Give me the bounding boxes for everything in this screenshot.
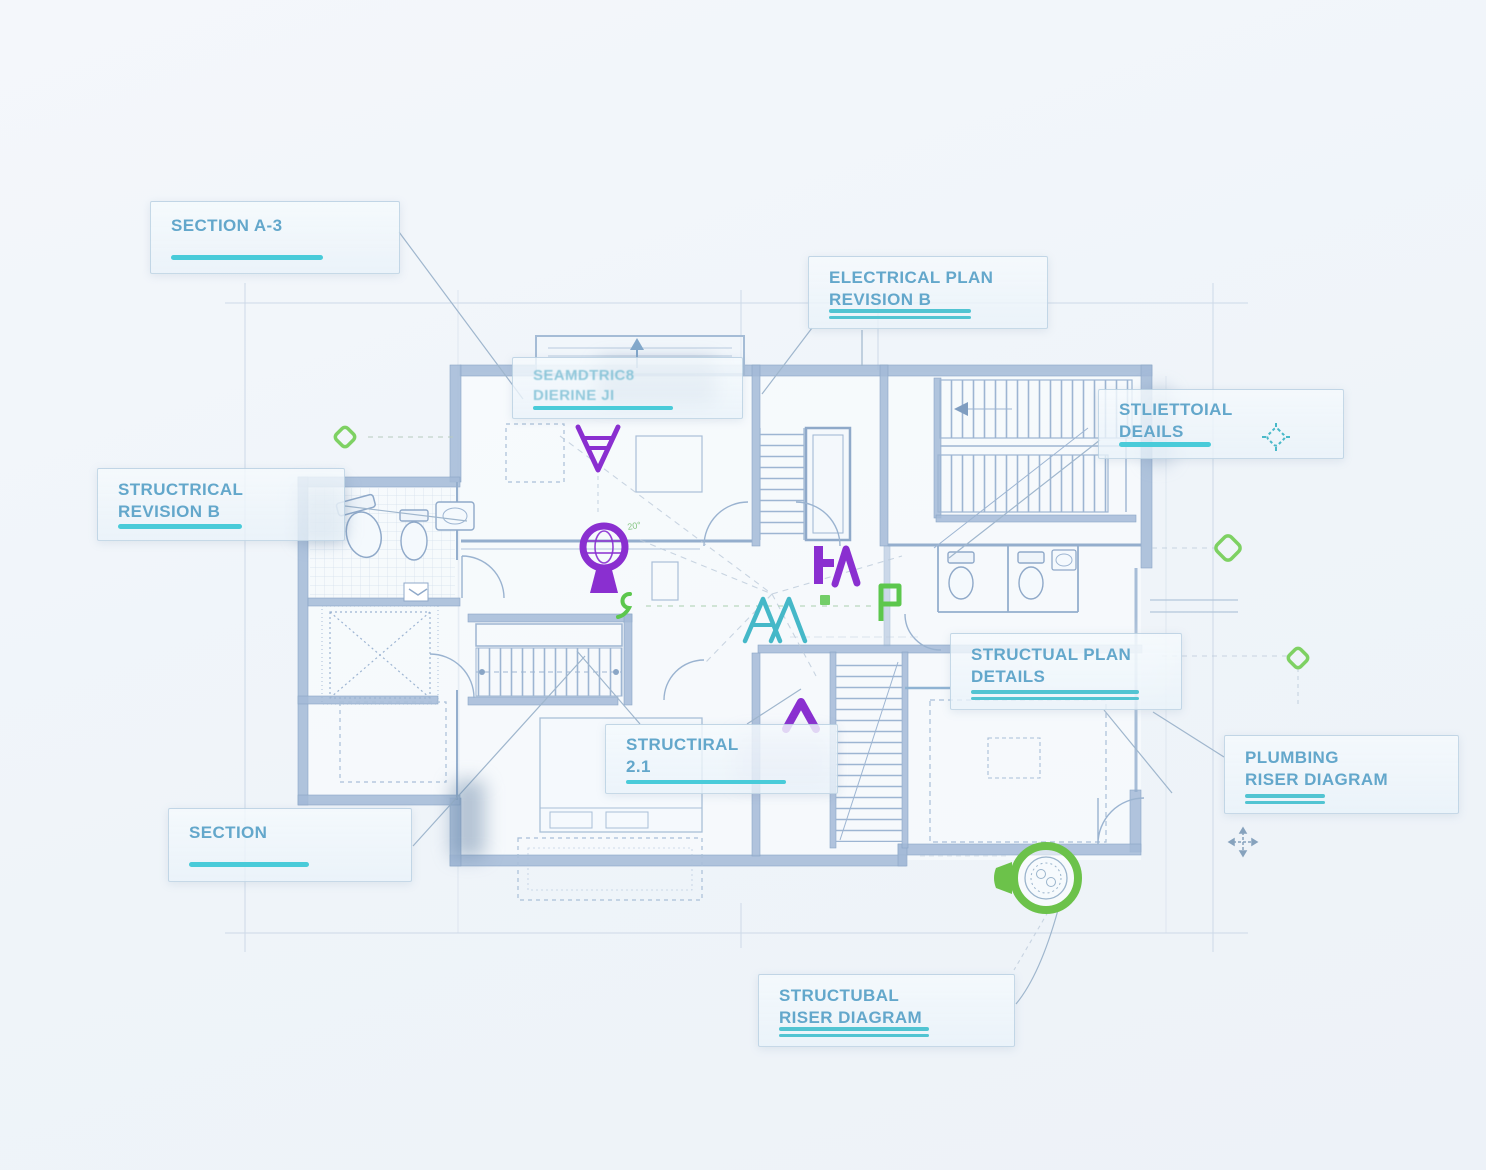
door-arcs: [429, 501, 1145, 845]
toilet-icon: [399, 509, 429, 561]
label-text: SECTION: [189, 823, 268, 842]
sink-icon: [435, 501, 475, 531]
label-text: REVISION B: [829, 290, 932, 310]
annotation-label-electrical-plan: ELECTRICAL PLAN REVISION B: [808, 256, 1048, 329]
leader-lines: [344, 231, 1225, 1005]
label-underline: [626, 780, 786, 784]
label-text: DETAILS: [971, 667, 1046, 687]
label-underline: [171, 255, 323, 260]
tiny-plan-note: 20°: [627, 520, 643, 532]
hall-stairs-elevator: [759, 426, 852, 542]
annotation-label-structural-2-1: STRUCTIRAL 2.1: [605, 724, 838, 794]
label-underline: [829, 306, 971, 319]
toilet-icon: [335, 493, 382, 559]
vent-marker: [403, 582, 429, 602]
crosshair-diamond-marker: [1262, 423, 1290, 451]
label-text: ELECTRICAL PLAN: [829, 268, 994, 287]
label-text: 2.1: [626, 757, 651, 777]
label-text: STRUCTRICAL: [118, 480, 244, 499]
blur-smudge: [451, 780, 485, 858]
annotation-label-section: SECTION: [168, 808, 412, 882]
label-text: PLUMBING: [1245, 748, 1339, 767]
funnel-icon: [575, 424, 621, 473]
label-underline: [1119, 442, 1211, 447]
chevron-up-glyph: [782, 698, 820, 733]
annotation-label-plumbing-riser: PLUMBING RISER DIAGRAM: [1224, 735, 1459, 814]
label-text: RISER DIAGRAM: [779, 1008, 923, 1028]
sink-icon: [1051, 549, 1077, 571]
label-underline: [533, 406, 673, 410]
annotation-label-structural-details: STLIETTOIAL DEAILS: [1098, 389, 1344, 459]
label-text: STRUCTUBAL: [779, 986, 900, 1005]
circular-vent-icon: [994, 842, 1082, 914]
label-underline: [1245, 791, 1325, 804]
label-text: STRUCTIRAL: [626, 735, 739, 754]
annotation-label-structural-riser: STRUCTUBAL RISER DIAGRAM: [758, 974, 1015, 1047]
deck: [517, 837, 703, 901]
label-text: STRUCTUAL PLAN: [971, 645, 1132, 664]
annotation-label-section-a3: SECTION A-3: [150, 201, 400, 274]
stairs-right: [836, 658, 902, 842]
stairs-central: [475, 623, 623, 697]
label-text: RISER DIAGRAM: [1245, 770, 1389, 790]
label-text: DIERINE JI: [533, 386, 615, 404]
double-rail-lines: [1150, 599, 1238, 613]
compass-crosshair-icon: [1227, 826, 1259, 858]
bathroom-right: [947, 549, 1077, 600]
label-text: REVISION B: [118, 502, 221, 522]
green-square-marker: [820, 595, 830, 605]
toilet-icon: [947, 551, 975, 600]
label-text: SECTION A-3: [171, 216, 283, 235]
h-lambda-glyph: [814, 545, 861, 588]
p-glyph: [878, 583, 902, 621]
double-a-glyph: [742, 596, 808, 644]
toilet-icon: [1017, 551, 1045, 600]
diamond-marker: [333, 425, 1310, 670]
annotation-label-structural-revision: STRUCTRICAL REVISION B: [97, 468, 345, 541]
label-underline: [971, 687, 1139, 700]
label-underline: [189, 862, 309, 867]
annotation-label-schematic: SEAMDTRIC8 DIERINE JI: [512, 357, 743, 419]
annotation-label-structural-plan-details: STRUCTUAL PLAN DETAILS: [950, 633, 1182, 710]
label-underline: [779, 1024, 929, 1037]
globe-fan-icon: [579, 522, 629, 593]
label-text: DEAILS: [1119, 422, 1184, 442]
label-text: STLIETTOIAL: [1119, 400, 1233, 419]
label-underline: [118, 524, 242, 529]
label-text: SEAMDTRIC8: [533, 367, 635, 384]
s-glyph: [616, 592, 633, 619]
